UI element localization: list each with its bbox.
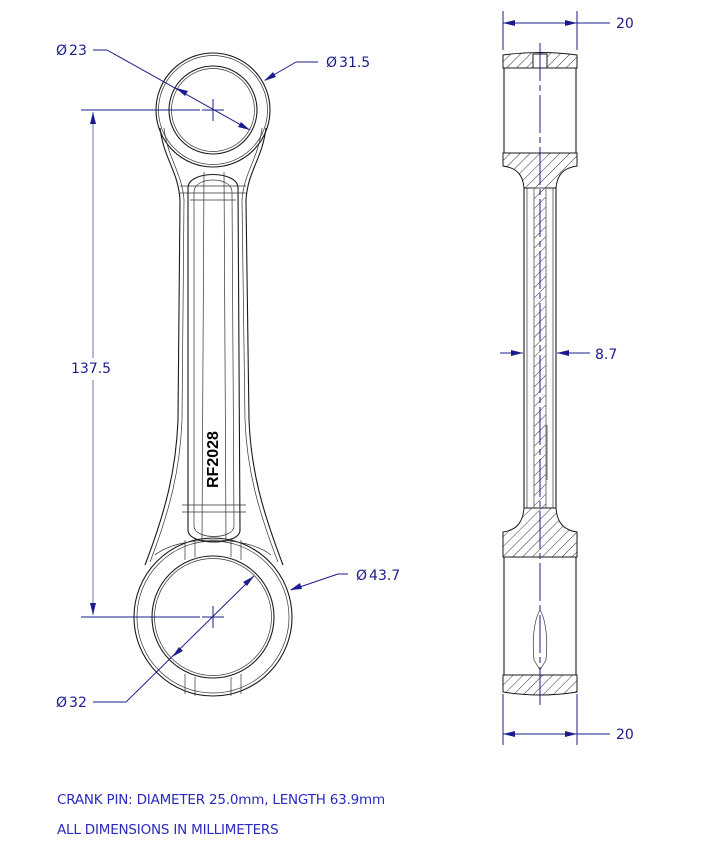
svg-text:Ø43.7: Ø43.7 [356,568,400,584]
crank-pin-note: CRANK PIN: DIAMETER 25.0mm, LENGTH 63.9m… [57,792,385,808]
shank [144,127,284,566]
center-distance-dimension: 137.5 [71,109,200,618]
svg-text:Ø32: Ø32 [56,695,87,711]
small-end-width-value: 20 [616,16,634,32]
front-view: RF2028 137.5 [56,43,400,711]
big-end-width-value: 20 [616,727,634,743]
small-end [155,52,271,168]
big-end-width-dimension: 20 [502,694,634,745]
beam-thickness-dimension: 8.7 [500,347,617,363]
small-end-width-dimension: 20 [502,11,634,50]
svg-text:Ø23: Ø23 [56,43,87,59]
small-end-center-mark [202,99,224,121]
beam-thickness-value: 8.7 [595,347,617,363]
center-distance-value: 137.5 [71,361,111,377]
part-number-label: RF2028 [205,431,222,488]
units-note: ALL DIMENSIONS IN MILLIMETERS [57,822,279,838]
svg-text:Ø31.5: Ø31.5 [326,55,370,71]
side-view: 20 8.7 20 [500,11,634,745]
